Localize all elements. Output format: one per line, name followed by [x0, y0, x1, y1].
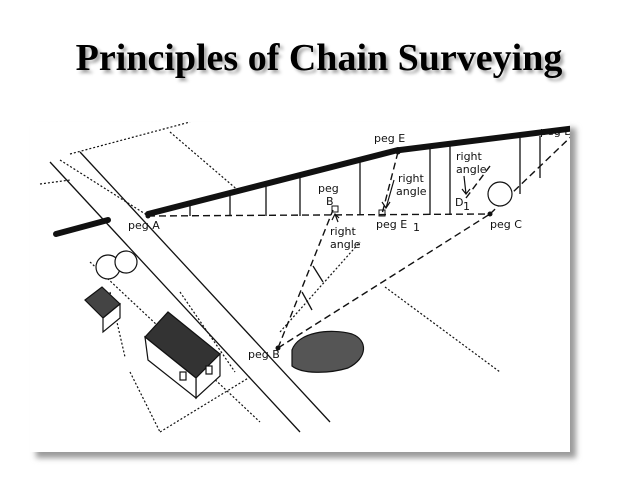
trees [95, 181, 513, 280]
fence-yard-bottom [159, 376, 251, 433]
fence-right-lower [384, 286, 501, 373]
chain-survey-diagram: peg A peg B peg B peg C peg D peg E peg … [39, 122, 570, 433]
label-right-angle-3a: right [456, 150, 483, 163]
small-house-wall [102, 302, 121, 334]
label-right-angle-2a: right [398, 172, 425, 185]
label-d1-sub: 1 [463, 200, 470, 213]
house-window-1 [179, 371, 187, 381]
label-peg-b: peg B [248, 348, 280, 361]
label-peg-e: peg E [374, 132, 405, 145]
road-edge-right [79, 151, 331, 423]
pond [291, 330, 365, 373]
peg-c-marker [487, 211, 493, 217]
hedge-a-e [145, 147, 401, 217]
hedge-e-d [397, 125, 570, 153]
chain-line-c-d [489, 136, 570, 215]
house-wall-front [144, 335, 197, 400]
label-peg-e1-sub: 1 [413, 221, 420, 234]
label-right-angle-3b: angle [456, 163, 487, 176]
hedges [53, 125, 570, 237]
hedge-left [53, 217, 111, 237]
chain-line-b-b1 [277, 209, 334, 349]
road-edge-left [49, 161, 301, 433]
label-right-angle-2b: angle [396, 185, 427, 198]
house-window-2 [205, 365, 213, 375]
chain-lines [147, 136, 570, 349]
peg-a-marker [145, 213, 151, 219]
offset-ticks [189, 136, 541, 311]
peg-e1-right-angle-box [378, 209, 386, 217]
tree-right [487, 181, 513, 207]
fence-road-top [59, 159, 151, 218]
fence-top-left [69, 122, 191, 155]
offset-d-d1 [465, 165, 491, 199]
peg-e-marker [395, 149, 401, 155]
fence-garden-left [109, 291, 126, 358]
label-right-angle-1a: right [330, 225, 357, 238]
label-peg-d: peg D [540, 125, 570, 138]
slide-title: Principles of Chain Surveying [75, 37, 563, 79]
label-peg-e1: peg E [376, 218, 407, 231]
chain-line-a-c [147, 213, 491, 217]
fence-pond-right [279, 241, 361, 333]
label-peg-b-upper: peg [318, 182, 339, 195]
label-peg-a: peg A [128, 219, 160, 232]
arrows [331, 175, 471, 223]
fence-diagonal-mid [169, 131, 241, 193]
label-d1: D [455, 196, 463, 209]
chain-line-b-c [277, 213, 491, 349]
tree-left-2 [114, 250, 138, 274]
label-peg-c: peg C [490, 218, 522, 231]
label-right-angle-1b: angle [330, 238, 361, 251]
pegs [145, 149, 493, 351]
peg-b-marker [275, 345, 281, 351]
buildings [84, 286, 221, 400]
fence-left-top [39, 179, 71, 185]
road [49, 151, 331, 433]
survey-figure: peg A peg B peg B peg C peg D peg E peg … [30, 122, 570, 452]
fence-garden-bottom [129, 371, 161, 433]
label-peg-b-letter: B [326, 195, 334, 208]
peg-b1-right-angle-box [331, 205, 339, 213]
